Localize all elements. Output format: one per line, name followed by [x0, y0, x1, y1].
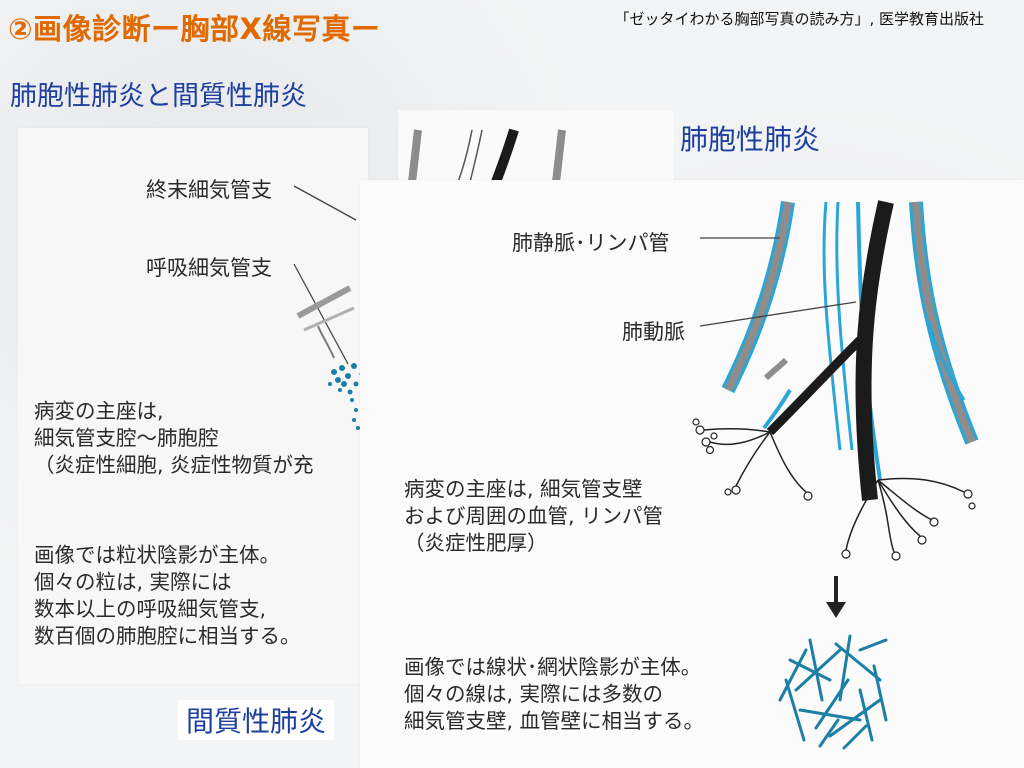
- artery-branch: [766, 336, 864, 436]
- vessel-stub: [408, 129, 422, 183]
- right-diagram-panel: 肺静脈･リンパ管 肺動脈 病変の主座は, 細気管支壁 および周囲の血管, リンパ…: [360, 180, 1024, 768]
- text-line: および周囲の血管, リンパ管: [404, 504, 664, 528]
- label-respiratory-bronchiole: 呼吸細気管支: [146, 256, 272, 280]
- arrow-down-icon: [826, 602, 846, 618]
- left-diagram-panel: 終末細気管支 呼吸細気管支 病変の主座は, 細気管支腔〜肺胞腔 （炎症性細胞, …: [18, 128, 368, 684]
- text-line: 数百個の肺胞腔に相当する。: [34, 624, 301, 648]
- right-lesion-text: 病変の主座は, 細気管支壁 および周囲の血管, リンパ管 （炎症性肥厚）: [404, 476, 663, 557]
- artery: [855, 200, 894, 501]
- reticular-mesh: [778, 634, 888, 750]
- text-line: （炎症性細胞, 炎症性物質が充: [34, 453, 314, 477]
- alveoli-clusters: [692, 418, 976, 561]
- vein-branch: [926, 319, 966, 401]
- bronchiole-branch: [303, 306, 355, 332]
- right-panel-title: 肺胞性肺炎: [680, 123, 821, 156]
- slide-subtitle: 肺胞性肺炎と間質性肺炎: [10, 81, 307, 112]
- label-artery: 肺動脈: [622, 320, 685, 344]
- bronchiole-branch: [317, 325, 335, 359]
- vessel-stub: [469, 129, 483, 183]
- vein-left-core: [724, 201, 792, 392]
- left-diagram-graphic: [293, 185, 365, 430]
- left-lesion-text: 病変の主座は, 細気管支腔〜肺胞腔 （炎症性細胞, 炎症性物質が充: [34, 398, 314, 479]
- right-diagram-graphic: [692, 200, 979, 750]
- text-line: 個々の粒は, 実際には: [34, 570, 232, 594]
- leader-line-terminal: [293, 185, 357, 221]
- citation: 「ゼッタイわかる胸部写真の読み方」, 医学教育出版社: [614, 10, 984, 28]
- leader-line-artery: [699, 301, 857, 327]
- label-terminal-bronchiole: 終末細気管支: [146, 178, 272, 202]
- text-line: 個々の線は, 実際には多数の: [404, 682, 664, 706]
- text-line: 病変の主座は, 細気管支壁: [404, 477, 643, 501]
- vein-stub: [763, 357, 789, 381]
- text-line: 画像では線状･網状陰影が主体。: [404, 655, 702, 679]
- text-line: 細気管支壁, 血管壁に相当する。: [404, 709, 705, 733]
- slide-title: ②画像診断ー胸部X線写真ー: [8, 12, 381, 46]
- text-line: 数本以上の呼吸細気管支,: [34, 597, 267, 621]
- vessel-stub: [552, 129, 566, 183]
- text-line: 細気管支腔〜肺胞腔: [34, 426, 219, 450]
- bronchiole-tree: [703, 427, 965, 553]
- vessel-stub: [491, 128, 519, 184]
- leader-line-respiratory: [293, 263, 349, 365]
- text-line: 病変の主座は,: [34, 399, 164, 423]
- right-top-strip: [398, 110, 674, 184]
- lymph-line: [835, 201, 854, 451]
- label-vein-lymph: 肺静脈･リンパ管: [512, 231, 670, 255]
- vessel-stub: [457, 129, 473, 183]
- text-line: 画像では粒状陰影が主体。: [34, 543, 280, 567]
- lymph-line: [822, 201, 842, 451]
- lymph-branch: [762, 388, 792, 430]
- bronchiole-branch: [296, 285, 352, 319]
- left-imaging-text: 画像では粒状陰影が主体。 個々の粒は, 実際には 数本以上の呼吸細気管支, 数百…: [34, 542, 301, 650]
- right-imaging-text: 画像では線状･網状陰影が主体。 個々の線は, 実際には多数の 細気管支壁, 血管…: [404, 654, 704, 735]
- left-panel-title: 間質性肺炎: [178, 700, 335, 740]
- strip-vessels: [408, 128, 566, 184]
- text-line: （炎症性肥厚）: [404, 531, 548, 555]
- vein-right-core: [912, 201, 976, 444]
- vein-right: [909, 201, 979, 445]
